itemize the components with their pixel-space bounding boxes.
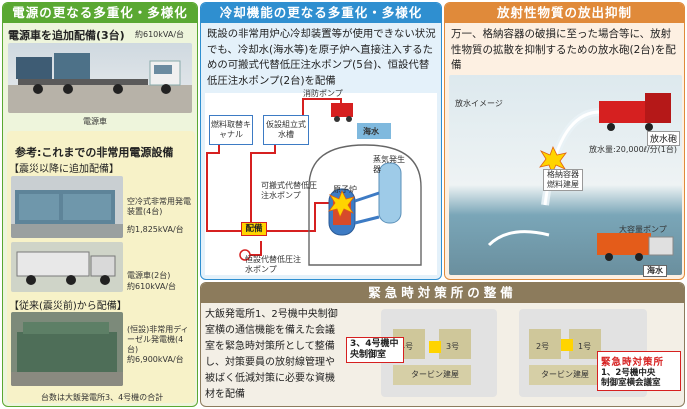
radiation-header: 放射性物質の放出抑制 [445, 3, 684, 23]
temp-tank-box: 仮設組立式水槽 [263, 115, 309, 145]
reactor-label: 原子炉 [333, 185, 357, 194]
power-line1-title: 電源車を追加配備(3台) [8, 29, 125, 42]
power-header: 電源の更なる多重化・多様化 [3, 3, 197, 23]
emergency-panel: 緊急時対策所の整備 大飯発電所1、2号機中央制御室横の通信機能を備えた会議室を緊… [200, 282, 685, 407]
emergency-room-callout: 緊急時対策所 1、2号機中央 制御室横会議室 [597, 351, 681, 391]
radiation-panel: 放射性物質の放出抑制 万一、格納容器の破損に至った場合等に、放射性物質の拡散を抑… [444, 2, 685, 280]
diesel-label: (恒設)非常用ディーゼル発電機(4台) [127, 325, 189, 354]
unit4-label: 4号 [400, 342, 414, 351]
permanent-pump-label: 恒設代替低圧注水ポンプ [245, 255, 301, 274]
steam-gen-label: 蒸気発生器 [373, 155, 405, 174]
emergency-room-title: 緊急時対策所 [601, 357, 665, 368]
cannon-label: 放水砲 [647, 131, 681, 146]
control34-callout: 3、4号機中央制御室 [346, 337, 404, 363]
fuel-canal-box: 燃料取替キャナル [209, 115, 253, 145]
sea2-label: 海水 [643, 265, 667, 277]
sea1-label: 海水 [363, 127, 379, 136]
truck2-label: 電源車(2台) [127, 271, 171, 280]
emergency-room-sub2: 制御室横会議室 [601, 378, 661, 388]
truck2-spec: 約610kVA/台 [127, 282, 177, 291]
big-pump-label: 大容量ポンプ [619, 225, 667, 234]
cooling-body: 既設の非常用炉心冷却装置等が使用できない状況でも、冷却水(海水等)を原子炉へ直接… [207, 28, 436, 87]
power-panel: 電源の更なる多重化・多様化 電源車を追加配備(3台) 約610kVA/台 電源車… [2, 2, 198, 407]
radiation-body: 万一、格納容器の破損に至った場合等に、放射性物質の拡散を抑制するための放水砲(2… [451, 28, 676, 71]
power-footnote: 台数は大飯発電所3、4号機の合計 [41, 393, 164, 402]
turbine-a-label: タービン建屋 [411, 370, 459, 379]
emergency-header: 緊急時対策所の整備 [201, 283, 684, 303]
power-ref-title: 参考:これまでの非常用電源設備 [15, 146, 174, 159]
portable-pump-label: 可搬式代替低圧注水ポンプ [261, 181, 317, 200]
power-before-quake: 【従来(震災前)から配備】 [9, 301, 127, 312]
power-after-quake: 【震災以降に追加配備】 [9, 164, 119, 175]
power-truck-caption: 電源車 [83, 117, 107, 126]
turbine-b-label: タービン建屋 [541, 370, 589, 379]
backup-badge: 配備 [241, 222, 267, 236]
aircooled-spec: 約1,825kVA/台 [127, 225, 184, 234]
cooling-panel: 冷却機能の更なる多重化・多様化 既設の非常用炉心冷却装置等が使用できない状況でも… [200, 2, 442, 280]
diesel-generator-photo [11, 312, 123, 386]
aircooled-label: 空冷式非常用発電装置(4台) [127, 197, 191, 216]
power-line1-spec: 約610kVA/台 [135, 30, 185, 39]
emergency-room-sub1: 1、2号機中央 [601, 368, 656, 378]
truck2-photo [11, 242, 123, 292]
diesel-spec: 約6,900kVA/台 [127, 355, 184, 364]
fire-pump-label: 消防ポンプ [303, 89, 343, 98]
unit3-label: 3号 [446, 342, 460, 351]
cannon-spec: 放水量:20,000ℓ/分(1台) [589, 145, 678, 154]
cooling-header: 冷却機能の更なる多重化・多様化 [201, 3, 441, 23]
building-label: 格納容器燃料建屋 [543, 169, 583, 191]
image-label: 放水イメージ [455, 99, 503, 108]
unit2-label: 2号 [536, 342, 550, 351]
power-truck-photo [8, 43, 192, 113]
unit1-label: 1号 [578, 342, 592, 351]
aircooled-generator-photo [11, 176, 123, 238]
emergency-body: 大飯発電所1、2号機中央制御室横の通信機能を備えた会議室を緊急時対策所として整備… [205, 309, 338, 400]
cooling-diagram [205, 93, 437, 275]
